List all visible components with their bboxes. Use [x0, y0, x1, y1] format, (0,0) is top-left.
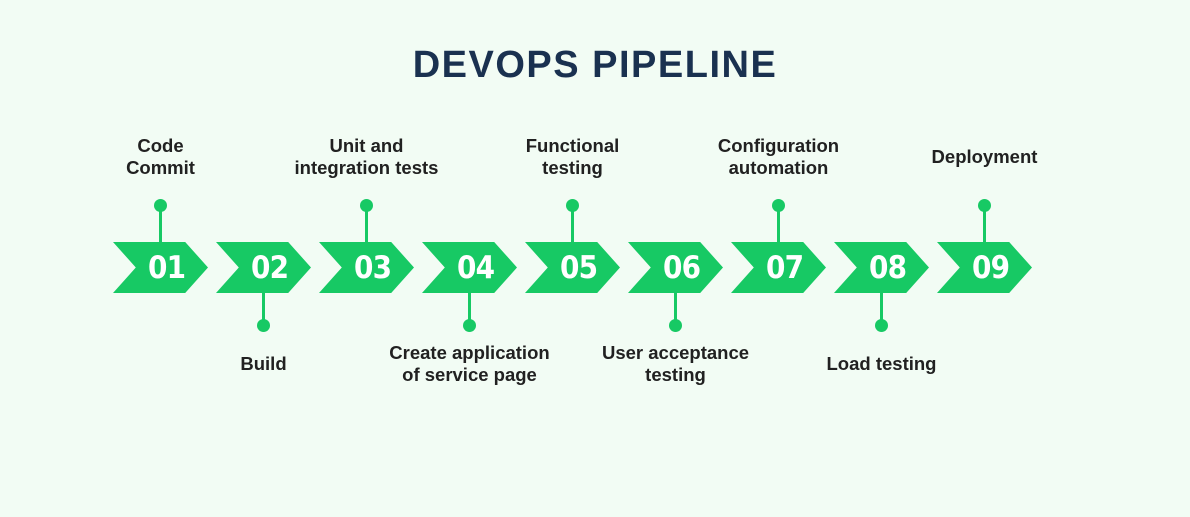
- stage-number: 06: [662, 249, 701, 286]
- connector-dot: [875, 319, 888, 332]
- stage-label: Code Commit: [126, 134, 195, 178]
- stage-number: 03: [353, 249, 392, 286]
- stage-number: 05: [559, 249, 598, 286]
- connector-line: [262, 293, 265, 321]
- stage-number: 09: [971, 249, 1010, 286]
- stage-number: 08: [868, 249, 907, 286]
- connector-dot: [669, 319, 682, 332]
- stage-label: Functional testing: [525, 134, 620, 178]
- stage-label: Deployment: [931, 145, 1038, 167]
- connector-line: [880, 293, 883, 321]
- stage-chevron-arrow: 08: [834, 242, 929, 293]
- connector-line: [674, 293, 677, 321]
- connector-dot: [978, 199, 991, 212]
- stage-chevron-arrow: 02: [216, 242, 311, 293]
- stage-label: Configuration automation: [717, 134, 840, 178]
- connector-dot: [257, 319, 270, 332]
- connector-line: [983, 206, 986, 242]
- stage-label: User acceptance testing: [601, 341, 750, 385]
- connector-dot: [360, 199, 373, 212]
- stage-number: 01: [147, 249, 186, 286]
- stage-chevron-arrow: 05: [525, 242, 620, 293]
- stage-label: Load testing: [826, 352, 937, 374]
- connector-dot: [154, 199, 167, 212]
- stage-chevron-arrow: 07: [731, 242, 826, 293]
- stage-number: 07: [765, 249, 804, 286]
- connector-line: [159, 206, 162, 242]
- connector-dot: [566, 199, 579, 212]
- stage-chevron-arrow: 09: [937, 242, 1032, 293]
- stage-chevron-arrow: 04: [422, 242, 517, 293]
- stage-label: Build: [240, 352, 287, 374]
- stage-label: Unit and integration tests: [294, 134, 439, 178]
- stage-number: 02: [250, 249, 289, 286]
- stage-chevron-arrow: 01: [113, 242, 208, 293]
- stage-chevron-arrow: 03: [319, 242, 414, 293]
- connector-dot: [772, 199, 785, 212]
- stage-number: 04: [456, 249, 495, 286]
- page-title: DEVOPS PIPELINE: [412, 44, 778, 86]
- connector-line: [468, 293, 471, 321]
- connector-line: [571, 206, 574, 242]
- stage-label: Create application of service page: [389, 341, 550, 385]
- stage-chevron-arrow: 06: [628, 242, 723, 293]
- connector-dot: [463, 319, 476, 332]
- connector-line: [777, 206, 780, 242]
- connector-line: [365, 206, 368, 242]
